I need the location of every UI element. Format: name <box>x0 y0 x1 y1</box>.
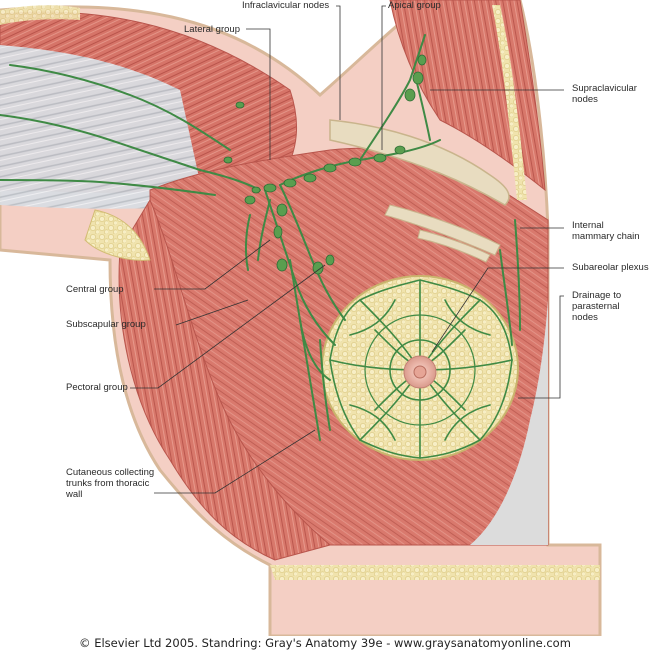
neck-fat <box>492 5 527 200</box>
rib-bone-2 <box>417 229 491 263</box>
nipple <box>413 365 427 379</box>
label-drainage-parasternal: Drainage to parasternal nodes <box>572 290 622 323</box>
leader-central <box>154 239 271 290</box>
shoulder-fat <box>0 5 80 25</box>
label-internal-mammary-chain: Internal mammary chain <box>572 220 640 242</box>
lower-fat <box>270 565 600 580</box>
label-supraclavicular-nodes: Supraclavicular nodes <box>572 83 637 105</box>
label-subareolar-plexus: Subareolar plexus <box>572 262 649 273</box>
label-apical-group: Apical group <box>388 0 441 11</box>
copyright-footer: © Elsevier Ltd 2005. Standring: Gray's A… <box>79 636 571 650</box>
clavicle-bone <box>329 119 510 206</box>
label-pectoral-group: Pectoral group <box>66 382 128 393</box>
axillary-fat <box>84 209 151 261</box>
leader-lines <box>130 5 564 494</box>
label-central-group: Central group <box>66 284 124 295</box>
label-infraclavicular-nodes: Infraclavicular nodes <box>242 0 330 11</box>
label-lateral-group: Lateral group <box>184 24 240 35</box>
leader-cutaneous <box>154 429 316 494</box>
leader-drainage <box>518 295 564 399</box>
leader-subareolar <box>431 267 564 353</box>
leader-infraclavicular <box>336 5 341 120</box>
leader-subscapular <box>175 299 249 326</box>
serratus-muscle <box>118 198 332 561</box>
arm-region <box>0 45 205 209</box>
sternum-panel <box>470 300 548 545</box>
label-cutaneous-trunks: Cutaneous collecting trunks from thoraci… <box>66 467 155 500</box>
rib-bone-1 <box>384 204 501 256</box>
label-subscapular-group: Subscapular group <box>66 319 146 330</box>
leader-pectoral <box>130 264 326 389</box>
leader-apical <box>381 5 386 150</box>
lymph-nodes <box>223 54 427 275</box>
leader-lateral <box>246 28 271 160</box>
breast-lymphatics-illustration <box>0 0 602 636</box>
